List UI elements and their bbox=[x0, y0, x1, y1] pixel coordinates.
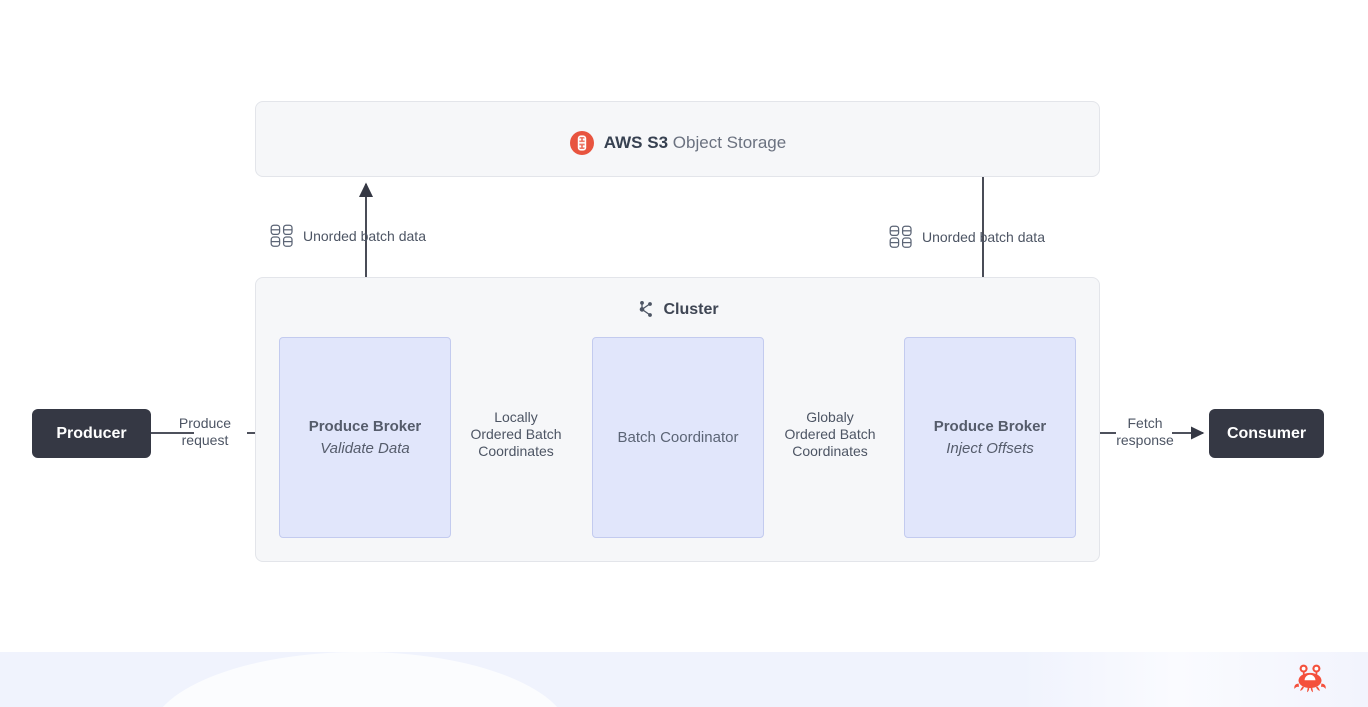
unordered-batch-right: Unorded batch data bbox=[889, 225, 1045, 249]
unordered-batch-right-text: Unorded batch data bbox=[922, 229, 1045, 245]
edge-label-line: Coordinates bbox=[792, 443, 868, 459]
node-subtitle: Validate Data bbox=[320, 439, 410, 457]
node-title: Batch Coordinator bbox=[617, 428, 739, 446]
node-produce-broker-validate[interactable]: Produce Broker Validate Data bbox=[279, 337, 451, 538]
cluster-network-icon bbox=[636, 300, 655, 319]
edge-label-line: Globaly bbox=[806, 409, 854, 425]
edge-label-line: Fetch bbox=[1127, 415, 1163, 431]
edge-label-line: Coordinates bbox=[478, 443, 554, 459]
endpoint-consumer[interactable]: Consumer bbox=[1209, 409, 1324, 458]
database-grid-icon bbox=[270, 224, 295, 248]
edge-label-line: request bbox=[181, 432, 229, 448]
endpoint-consumer-label: Consumer bbox=[1226, 424, 1307, 442]
unordered-batch-left: Unorded batch data bbox=[270, 224, 426, 248]
cluster-title-row: Cluster bbox=[256, 300, 1099, 319]
aws-s3-title-row: AWS S3 Object Storage bbox=[256, 130, 1099, 156]
edge-label-locally-ordered-batch-coordinates: Locally Ordered Batch Coordinates bbox=[452, 409, 580, 460]
aws-s3-suffix: Object Storage bbox=[672, 133, 787, 152]
edge-label-fetch-response: Fetch response bbox=[1104, 415, 1186, 449]
node-produce-broker-inject[interactable]: Produce Broker Inject Offsets bbox=[904, 337, 1076, 538]
aws-s3-icon bbox=[569, 130, 595, 156]
crab-logo-icon bbox=[1290, 657, 1330, 697]
edge-label-line: Locally bbox=[494, 409, 538, 425]
node-subtitle: Inject Offsets bbox=[946, 439, 1034, 457]
endpoint-producer-label: Producer bbox=[56, 424, 127, 442]
aws-s3-label: AWS S3 Object Storage bbox=[604, 133, 786, 153]
node-batch-coordinator[interactable]: Batch Coordinator bbox=[592, 337, 764, 538]
aws-s3-panel: AWS S3 Object Storage bbox=[255, 101, 1100, 177]
edge-label-line: Ordered Batch bbox=[784, 426, 876, 442]
edge-label-line: response bbox=[1116, 432, 1174, 448]
edge-label-line: Produce bbox=[178, 415, 232, 431]
cluster-label: Cluster bbox=[663, 300, 719, 318]
node-title: Produce Broker bbox=[933, 417, 1047, 435]
edge-label-line: Ordered Batch bbox=[470, 426, 562, 442]
endpoint-producer[interactable]: Producer bbox=[32, 409, 151, 458]
footer-band bbox=[0, 652, 1368, 707]
edge-label-globaly-ordered-batch-coordinates: Globaly Ordered Batch Coordinates bbox=[766, 409, 894, 460]
node-title: Produce Broker bbox=[308, 417, 422, 435]
edge-label-produce-request: Produce request bbox=[160, 415, 250, 449]
aws-s3-brand: AWS S3 bbox=[603, 133, 669, 152]
footer-decorative-swoosh bbox=[150, 652, 570, 707]
database-grid-icon bbox=[889, 225, 914, 249]
unordered-batch-left-text: Unorded batch data bbox=[303, 228, 426, 244]
